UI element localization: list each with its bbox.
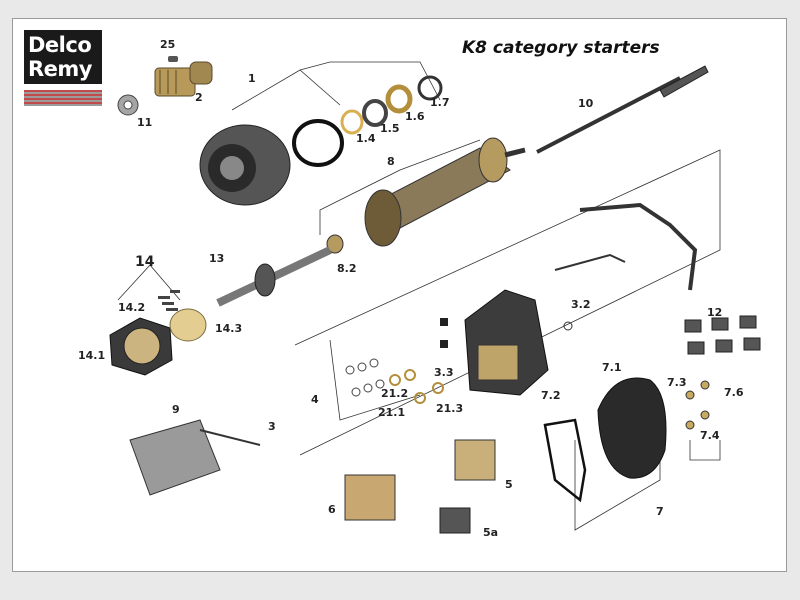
page-title: K8 category starters <box>462 38 660 58</box>
callout-3-2: 3.2 <box>571 298 591 311</box>
callout-5: 5 <box>505 478 513 491</box>
part-7-1-cover <box>597 377 667 479</box>
callout-2: 2 <box>195 91 203 104</box>
part-5a-relay <box>439 507 471 534</box>
part-1-oring <box>292 119 344 167</box>
callout-25: 25 <box>160 38 176 51</box>
callout-5a: 5a <box>483 526 499 539</box>
callout-7-4: 7.4 <box>700 429 720 442</box>
callout-7-2: 7.2 <box>541 389 561 402</box>
part-3-2-linkage <box>554 202 698 331</box>
callout-3-3: 3.3 <box>434 366 454 379</box>
callout-10: 10 <box>578 97 594 110</box>
part-9-bracket <box>129 419 261 496</box>
callout-14-1: 14.1 <box>78 349 106 362</box>
callout-11: 11 <box>137 116 153 129</box>
part-2-pinion <box>154 61 213 97</box>
part-1-4-ring <box>340 109 364 135</box>
part-13-shaft <box>216 246 332 307</box>
callout-8: 8 <box>387 155 395 168</box>
leader-line-1b <box>299 61 441 101</box>
part-1-7-ring <box>417 75 443 101</box>
part-14-1-flange <box>109 317 173 376</box>
part-brushes <box>440 318 448 348</box>
callout-14-3: 14.3 <box>215 322 243 335</box>
leader-box-4 <box>329 339 421 421</box>
part-4-small-parts <box>345 358 444 404</box>
part-14-3-disc <box>169 308 207 342</box>
logo-icon: Delco Remy <box>24 30 102 110</box>
part-5-relay <box>454 439 496 481</box>
callout-3: 3 <box>268 420 276 433</box>
callout-1-4: 1.4 <box>356 132 376 145</box>
callout-9: 9 <box>172 403 180 416</box>
logo-stripe <box>24 90 102 106</box>
callout-4: 4 <box>311 393 319 406</box>
callout-7-1: 7.1 <box>602 361 622 374</box>
part-14-2-bolts <box>158 290 180 311</box>
callout-7: 7 <box>656 505 664 518</box>
part-25-key <box>168 56 178 62</box>
callout-6: 6 <box>328 503 336 516</box>
part-10-shaft <box>536 65 709 154</box>
part-8-2-bearing <box>326 234 344 254</box>
leader-14 <box>117 264 181 301</box>
callout-21-3: 21.3 <box>436 402 464 415</box>
callout-1-7: 1.7 <box>430 96 450 109</box>
brand-line2: Remy <box>28 57 92 81</box>
part-1-drive-housing <box>199 124 291 206</box>
callout-21-1: 21.1 <box>378 406 406 419</box>
part-7-2-gasket <box>543 418 587 503</box>
callout-1-5: 1.5 <box>380 122 400 135</box>
part-11-nut <box>117 94 139 116</box>
part-1-6-ring <box>385 84 413 114</box>
callout-14: 14 <box>135 254 155 270</box>
callout-1: 1 <box>248 72 256 85</box>
callout-7-6: 7.6 <box>724 386 744 399</box>
part-1-5-ring <box>362 99 388 127</box>
brand-line1: Delco <box>28 33 92 57</box>
part-12-brush-set <box>684 315 761 355</box>
callout-13: 13 <box>209 252 225 265</box>
callout-12: 12 <box>707 306 723 319</box>
callout-1-6: 1.6 <box>405 110 425 123</box>
part-3-frame <box>464 289 549 396</box>
callout-14-2: 14.2 <box>118 301 146 314</box>
callout-7-3: 7.3 <box>667 376 687 389</box>
leader-line-8 <box>319 139 481 235</box>
part-8-armature <box>364 137 526 247</box>
part-6-solenoid <box>344 474 396 521</box>
part-7-3-screws <box>685 380 710 430</box>
callout-8-2: 8.2 <box>337 262 357 275</box>
logo-box: Delco Remy <box>24 30 102 84</box>
callout-21-2: 21.2 <box>381 387 409 400</box>
leader-74 <box>689 440 721 461</box>
